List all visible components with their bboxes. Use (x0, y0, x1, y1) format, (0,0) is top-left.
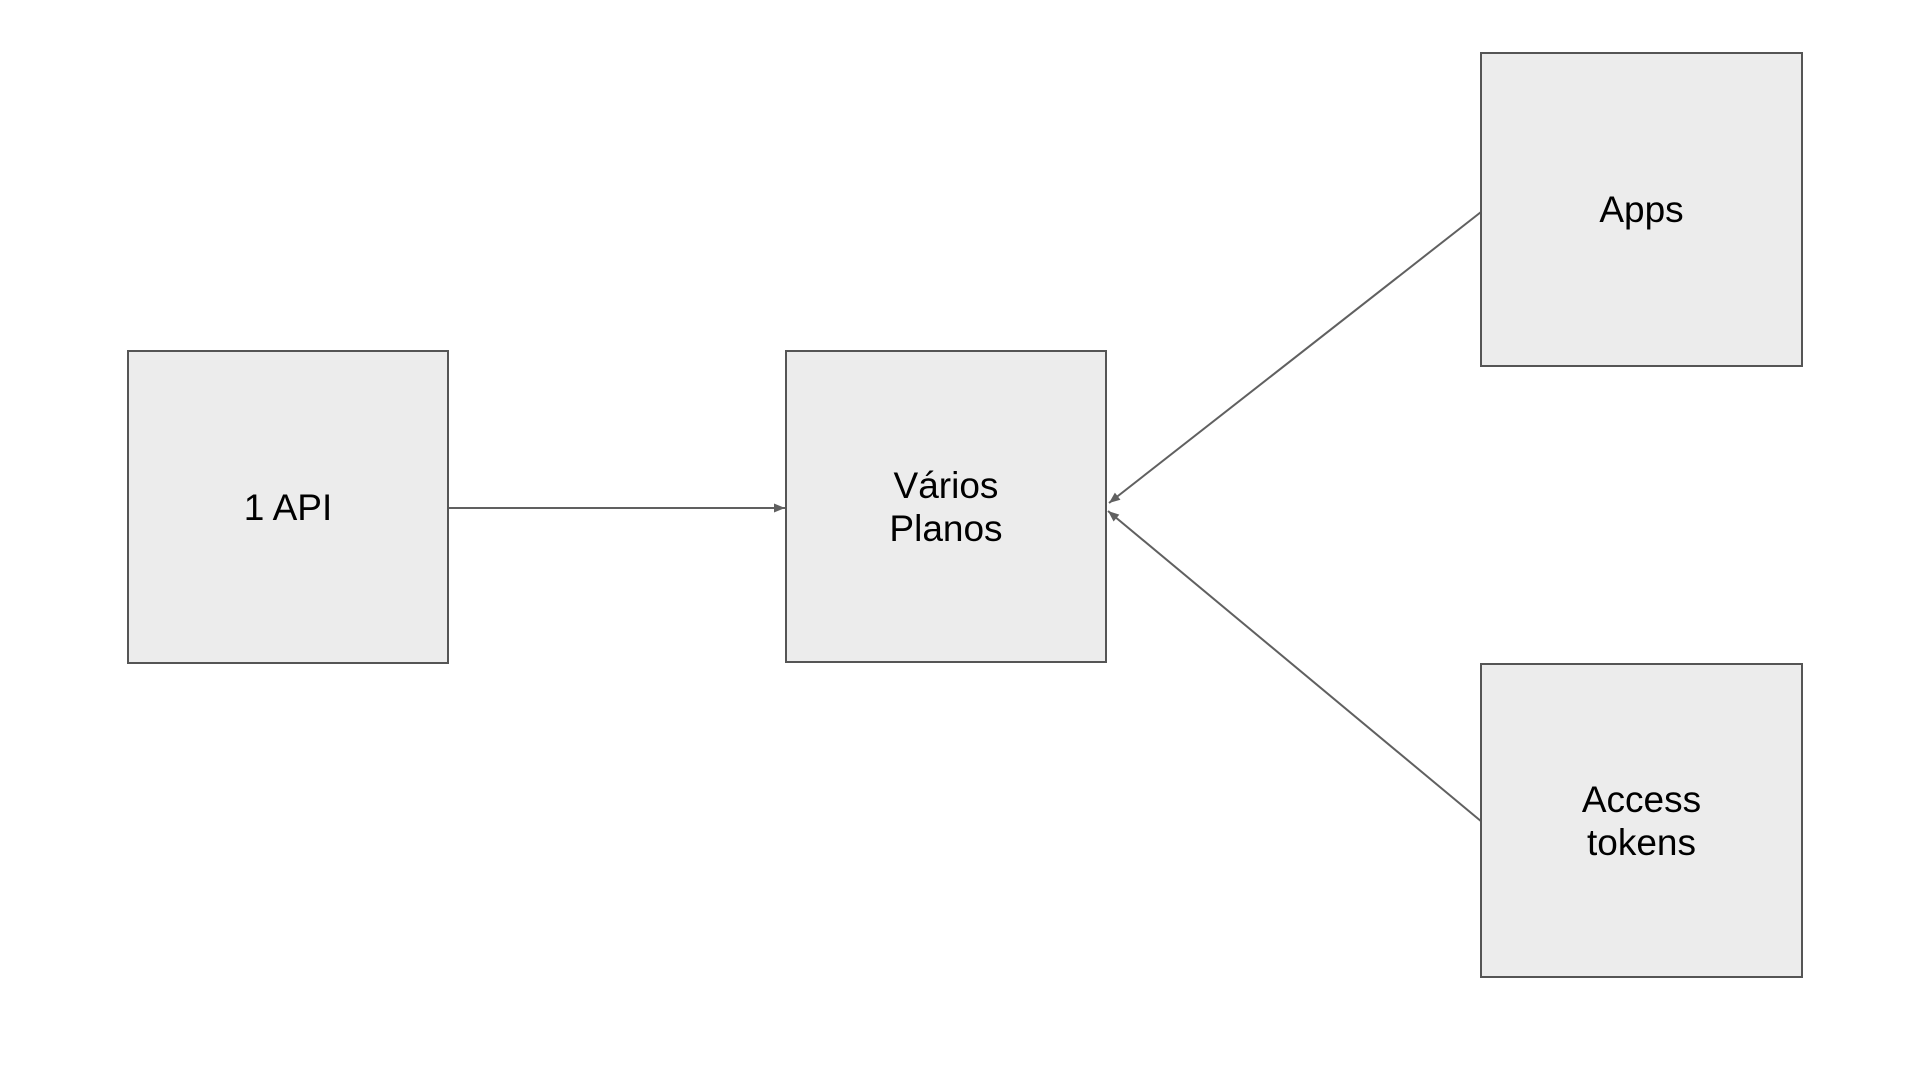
node-access-tokens-label: Access tokens (1581, 778, 1702, 863)
node-api-label: 1 API (243, 486, 333, 528)
node-varios-planos-label: Vários Planos (889, 464, 1003, 549)
node-apps: Apps (1480, 52, 1803, 367)
node-varios-planos: Vários Planos (785, 350, 1107, 663)
node-access-tokens: Access tokens (1480, 663, 1803, 978)
node-api: 1 API (127, 350, 449, 664)
connector-apps-to-planos (1108, 211, 1482, 504)
connector-tokens-to-planos (1107, 510, 1483, 823)
node-apps-label: Apps (1599, 189, 1684, 230)
